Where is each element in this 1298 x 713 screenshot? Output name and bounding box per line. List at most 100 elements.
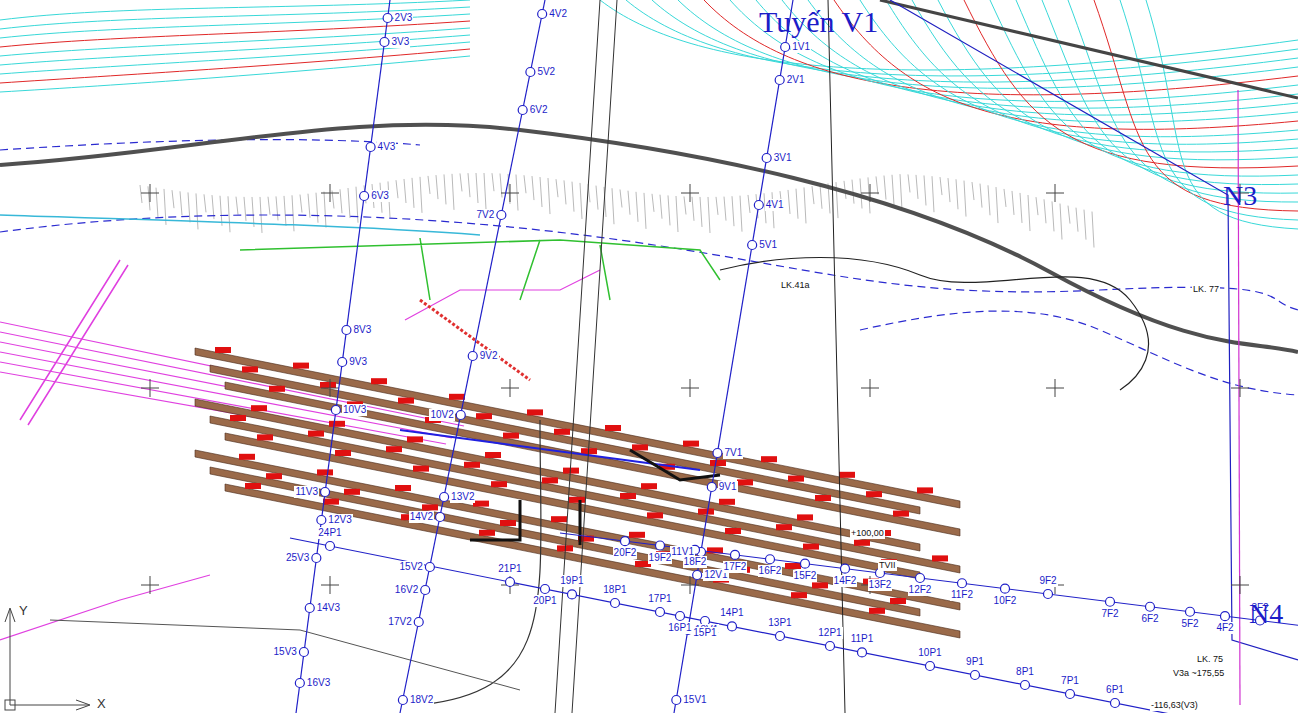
grid-cross bbox=[321, 184, 339, 202]
seam-marker bbox=[464, 462, 480, 468]
survey-point-label: 13V2 bbox=[450, 491, 475, 503]
survey-point-label: 11P1 bbox=[850, 633, 875, 645]
survey-point-label: 2V3 bbox=[394, 12, 414, 24]
grid-cross bbox=[321, 576, 339, 594]
slope-hatch bbox=[788, 190, 790, 214]
seam-marker bbox=[239, 454, 255, 460]
survey-point bbox=[766, 555, 775, 564]
slope-hatch bbox=[748, 195, 750, 213]
contour-line bbox=[808, 0, 1298, 122]
slope-hatch bbox=[716, 197, 718, 215]
seam-marker bbox=[725, 528, 741, 534]
contour-line bbox=[626, 0, 1298, 76]
seam-marker bbox=[386, 446, 402, 452]
slope-hatch bbox=[292, 195, 294, 231]
slope-hatch bbox=[140, 185, 142, 203]
seam-marker bbox=[719, 499, 735, 505]
road-line bbox=[880, 0, 1298, 98]
contour-line bbox=[1094, 0, 1298, 211]
contour-line bbox=[0, 28, 470, 56]
contour-line bbox=[834, 0, 1298, 129]
seam-marker bbox=[245, 483, 261, 489]
survey-point bbox=[693, 571, 702, 580]
slope-hatch bbox=[300, 195, 302, 213]
survey-point-label: 12F2 bbox=[908, 584, 933, 596]
survey-point bbox=[541, 585, 550, 594]
slope-hatch bbox=[996, 187, 998, 223]
slope-hatch bbox=[900, 174, 902, 210]
slope-hatch bbox=[796, 189, 798, 219]
boundary-line bbox=[890, 0, 1298, 660]
slope-hatch bbox=[548, 178, 550, 214]
slope-hatch bbox=[684, 196, 686, 214]
map-note: -116,63(V3) bbox=[1150, 700, 1199, 711]
survey-point-label: 6V2 bbox=[529, 104, 549, 116]
survey-point bbox=[538, 10, 547, 19]
slope-hatch bbox=[740, 196, 742, 232]
survey-point bbox=[1146, 602, 1155, 611]
survey-point-label: 19F2 bbox=[648, 552, 673, 564]
seam-marker bbox=[797, 514, 813, 520]
seam-marker bbox=[629, 532, 645, 538]
seam-marker bbox=[317, 469, 333, 475]
grid-cross bbox=[1231, 576, 1249, 594]
seam-marker bbox=[407, 436, 423, 442]
slope-hatch bbox=[540, 177, 542, 207]
survey-point bbox=[1221, 612, 1230, 621]
seam-marker bbox=[569, 497, 585, 503]
seam-marker bbox=[500, 520, 516, 526]
line-name: Tuyến V1 bbox=[758, 6, 879, 38]
contour-line bbox=[1068, 0, 1298, 202]
grid-cross bbox=[141, 184, 159, 202]
survey-point bbox=[414, 618, 423, 627]
survey-point-label: 24P1 bbox=[317, 527, 342, 539]
survey-point-label: 5V2 bbox=[536, 66, 556, 78]
slope-hatch bbox=[172, 190, 174, 208]
seam-marker bbox=[776, 524, 792, 530]
slope-hatch bbox=[596, 186, 598, 210]
map-note: LK. 75 bbox=[1196, 654, 1224, 665]
slope-hatch bbox=[732, 196, 734, 226]
grid-cross bbox=[1046, 379, 1064, 397]
survey-point-label: 6P1 bbox=[1105, 684, 1125, 696]
survey-point-label: 6F2 bbox=[1140, 613, 1159, 625]
survey-point bbox=[776, 632, 785, 641]
survey-point-label: 8V3 bbox=[352, 324, 372, 336]
survey-point bbox=[731, 550, 740, 559]
contour-line bbox=[1146, 0, 1298, 229]
survey-point bbox=[436, 513, 445, 522]
seam-marker bbox=[791, 592, 807, 598]
survey-point-label: 9V1 bbox=[718, 481, 738, 493]
survey-point bbox=[958, 579, 967, 588]
survey-line bbox=[560, 533, 1298, 625]
seam-marker bbox=[932, 555, 948, 561]
map-note: LK.41a bbox=[780, 280, 811, 291]
survey-point-label: 9F2 bbox=[1038, 575, 1057, 587]
seam-marker bbox=[527, 409, 543, 415]
grid-cross bbox=[1046, 184, 1064, 202]
seam-marker bbox=[710, 460, 726, 466]
survey-point-label: 16V3 bbox=[306, 677, 331, 689]
slope-hatch bbox=[340, 189, 342, 213]
survey-point bbox=[305, 604, 314, 613]
seam-marker bbox=[605, 425, 621, 431]
seam-marker bbox=[869, 608, 885, 614]
coal-seam bbox=[195, 450, 960, 610]
axis-letter: Y bbox=[18, 604, 29, 618]
contour-line bbox=[964, 0, 1298, 168]
survey-point-label: 10F2 bbox=[993, 595, 1018, 607]
survey-point-label: 4V2 bbox=[548, 8, 568, 20]
survey-point bbox=[1021, 681, 1030, 690]
contour-line bbox=[0, 21, 470, 47]
slope-hatch bbox=[580, 183, 582, 219]
stream-line bbox=[0, 215, 480, 235]
line-name: N4 bbox=[1248, 598, 1284, 630]
survey-point-label: 14V3 bbox=[316, 602, 341, 614]
survey-point bbox=[728, 622, 737, 631]
survey-point-label: 9V2 bbox=[479, 350, 499, 362]
slope-hatch bbox=[556, 179, 558, 197]
survey-point bbox=[321, 488, 330, 497]
survey-point-label: 2V1 bbox=[786, 74, 806, 86]
grid-cross bbox=[681, 379, 699, 397]
survey-point bbox=[1106, 597, 1115, 606]
